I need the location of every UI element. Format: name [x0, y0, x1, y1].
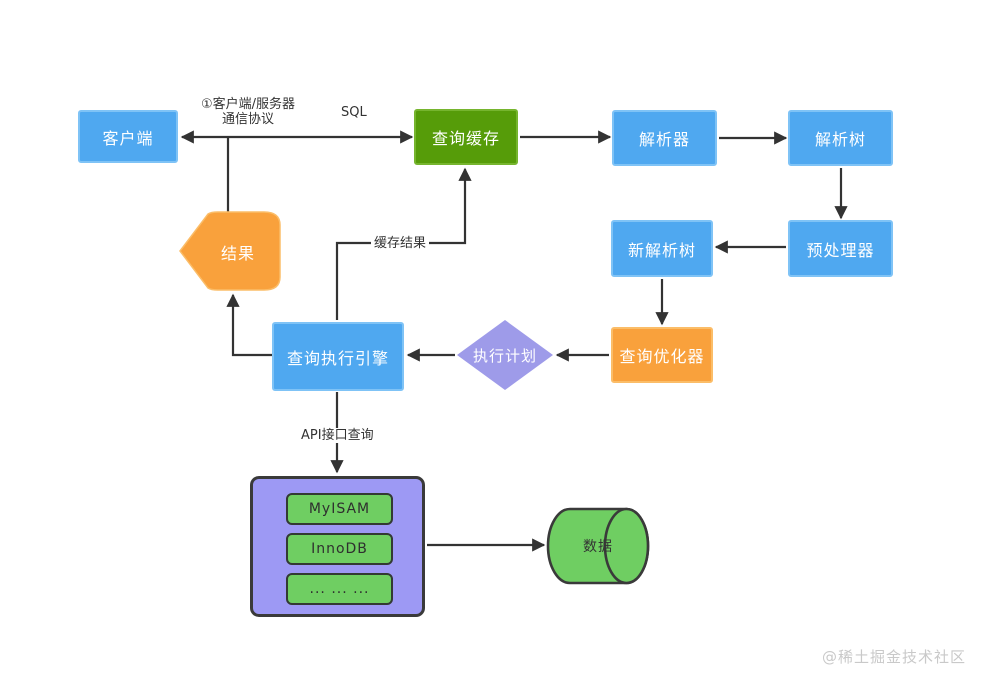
node-query-optimizer-label: 查询优化器: [619, 347, 705, 366]
node-query-execution-engine: 查询执行引擎: [272, 322, 404, 391]
api-query-edge-label-text: API接口查询: [301, 428, 374, 443]
watermark-text: @稀土掘金技术社区: [821, 648, 966, 666]
engine-item-innodb: InnoDB: [286, 533, 393, 565]
node-query-cache: 查询缓存: [414, 109, 518, 165]
protocol-edge-label-line2: 通信协议: [221, 112, 274, 127]
sql-edge-label: SQL: [341, 105, 367, 120]
node-query-cache-label: 查询缓存: [431, 129, 500, 148]
sql-edge-label-text: SQL: [341, 105, 367, 120]
data-cylinder-cap: [603, 507, 650, 585]
node-parser-label: 解析器: [638, 130, 690, 149]
storage-engines-container: MyISAM InnoDB ... ... ...: [250, 476, 425, 617]
node-parser: 解析器: [612, 110, 717, 166]
protocol-edge-label: ①客户端/服务器 通信协议: [186, 97, 310, 127]
engine-item-innodb-label: InnoDB: [311, 541, 368, 557]
engine-item-myisam: MyISAM: [286, 493, 393, 525]
result-pentagon-shape: [179, 211, 281, 291]
node-client: 客户端: [78, 110, 178, 163]
execution-plan-diamond-shape: [457, 320, 553, 390]
node-query-execution-engine-label: 查询执行引擎: [286, 348, 389, 368]
node-parse-tree-label: 解析树: [814, 130, 866, 149]
api-query-edge-label: API接口查询: [298, 428, 377, 443]
watermark: @稀土掘金技术社区: [822, 646, 966, 667]
cache-result-edge-label-text: 缓存结果: [374, 236, 427, 251]
node-query-optimizer: 查询优化器: [611, 327, 713, 383]
node-preprocessor-label: 预处理器: [806, 240, 875, 260]
protocol-edge-label-line1: ①客户端/服务器: [200, 97, 296, 112]
edge-engine-to-result: [226, 293, 272, 357]
engine-item-others-label: ... ... ...: [309, 581, 370, 597]
node-new-parse-tree-label: 新解析树: [627, 240, 696, 260]
cache-result-edge-label: 缓存结果: [371, 236, 430, 251]
node-client-label: 客户端: [102, 128, 154, 148]
engine-item-myisam-label: MyISAM: [308, 501, 371, 517]
node-parse-tree: 解析树: [788, 110, 893, 166]
node-preprocessor: 预处理器: [788, 220, 893, 277]
node-new-parse-tree: 新解析树: [611, 220, 713, 277]
engine-item-others: ... ... ...: [286, 573, 393, 605]
